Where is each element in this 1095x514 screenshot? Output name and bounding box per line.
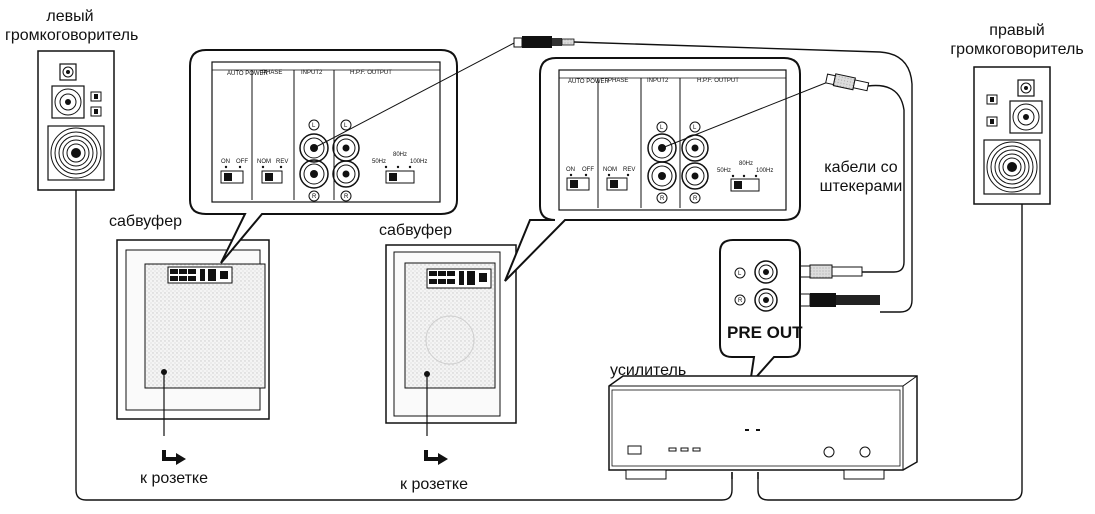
nom-label: NOM <box>257 159 271 165</box>
on-label: ON <box>221 159 230 165</box>
input2-l-jack <box>299 133 329 163</box>
right-speaker <box>973 66 1051 205</box>
right-speaker-label: правый громкоговоритель <box>950 22 1084 58</box>
svg-text:L: L <box>738 271 742 277</box>
pre-out-r-jack <box>754 288 778 312</box>
svg-text:INPUT2: INPUT2 <box>647 78 669 84</box>
amplifier-label: усилитель <box>610 362 687 379</box>
right-outlet-arrow-icon <box>424 450 448 465</box>
phase-label: PHASE <box>262 70 282 76</box>
svg-text:REV: REV <box>623 167 635 173</box>
input2-label: INPUT2 <box>301 70 323 76</box>
right-subwoofer <box>385 244 517 424</box>
left-subwoofer <box>116 239 270 420</box>
svg-text:OFF: OFF <box>582 167 594 173</box>
svg-text:100Hz: 100Hz <box>410 159 427 165</box>
left-speaker-label: левый громкоговоритель <box>5 8 139 44</box>
left-callout-panel: AUTO POWER PHASE INPUT2 H.P.F. OUTPUT ON… <box>189 49 458 264</box>
rca-cable-upper-right <box>862 84 905 273</box>
right-subwoofer-label: сабвуфер <box>379 222 452 239</box>
svg-text:PHASE: PHASE <box>608 78 628 84</box>
rca-cable-top <box>573 41 913 313</box>
svg-text:AUTO POWER: AUTO POWER <box>568 79 610 85</box>
left-speaker <box>37 50 115 191</box>
left-subwoofer-label: сабвуфер <box>109 213 182 230</box>
rca-plug-upper-right <box>825 73 870 92</box>
svg-text:L: L <box>693 125 697 131</box>
svg-text:R: R <box>693 196 698 202</box>
svg-text:80Hz: 80Hz <box>739 161 753 167</box>
hpf-output-label: H.P.F. OUTPUT <box>350 70 392 76</box>
pre-out-label: PRE OUT <box>727 323 803 342</box>
right-speaker-cable <box>757 204 1023 501</box>
pre-out-l-jack <box>754 260 778 284</box>
svg-text:R: R <box>344 194 349 200</box>
auto-power-label: AUTO POWER <box>227 71 269 77</box>
right-outlet-label: к розетке <box>400 476 468 493</box>
left-outlet-arrow-icon <box>162 450 186 465</box>
rca-plug-top <box>513 36 575 48</box>
cables-label: кабели со штекерами <box>819 159 903 195</box>
svg-text:50Hz: 50Hz <box>372 159 386 165</box>
svg-text:80Hz: 80Hz <box>393 152 407 158</box>
amplifier <box>608 375 918 480</box>
svg-text:NOM: NOM <box>603 167 617 173</box>
svg-text:H.P.F. OUTPUT: H.P.F. OUTPUT <box>697 78 739 84</box>
pre-out-callout: L R PRE OUT <box>719 239 803 388</box>
left-speaker-cable <box>75 190 733 501</box>
svg-text:ON: ON <box>566 167 575 173</box>
rev-label: REV <box>276 159 288 165</box>
svg-text:R: R <box>660 196 665 202</box>
svg-text:L: L <box>312 123 316 129</box>
off-label: OFF <box>236 159 248 165</box>
svg-text:L: L <box>344 123 348 129</box>
svg-text:R: R <box>738 298 743 304</box>
svg-text:L: L <box>660 125 664 131</box>
svg-text:R: R <box>312 194 317 200</box>
svg-text:50Hz: 50Hz <box>717 168 731 174</box>
svg-text:100Hz: 100Hz <box>756 168 773 174</box>
left-outlet-label: к розетке <box>140 470 208 487</box>
right-callout-panel: AUTO POWER PHASE INPUT2 H.P.F. OUTPUT ON… <box>504 57 801 282</box>
